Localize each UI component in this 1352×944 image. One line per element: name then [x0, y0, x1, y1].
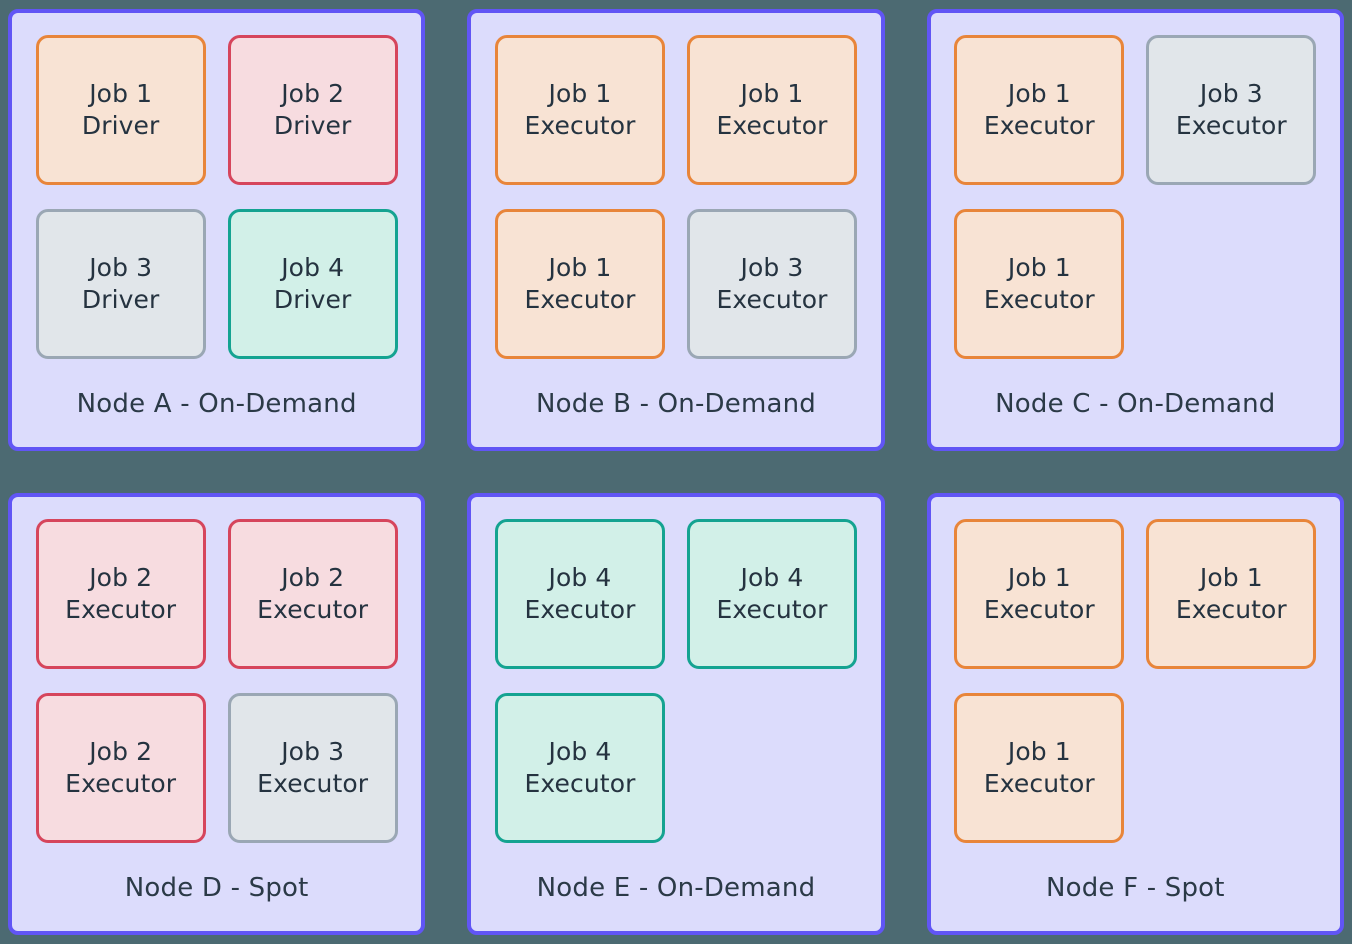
node-label: Node C - On-Demand: [995, 389, 1276, 419]
empty-slot: [1146, 209, 1316, 359]
job-role: Executor: [257, 595, 369, 624]
job-card[interactable]: Job 1 Executor: [954, 35, 1125, 185]
job-role: Driver: [81, 111, 160, 140]
job-name: Job 4: [548, 563, 612, 592]
job-role: Executor: [524, 111, 636, 140]
node-label: Node B - On-Demand: [535, 389, 817, 419]
job-role: Executor: [257, 769, 369, 798]
job-name: Job 4: [548, 737, 612, 766]
job-role: Executor: [983, 285, 1095, 314]
job-card[interactable]: Job 1 Executor: [954, 693, 1125, 843]
job-role: Executor: [983, 595, 1095, 624]
job-card[interactable]: Job 2 Executor: [35, 693, 206, 843]
node-label: Node A - On-Demand: [76, 389, 357, 419]
job-name: Job 3: [89, 253, 153, 282]
job-role: Executor: [1175, 595, 1287, 624]
job-name: Job 2: [281, 79, 345, 108]
job-role: Executor: [716, 111, 828, 140]
job-role: Executor: [716, 595, 828, 624]
job-card[interactable]: Job 3 Executor: [1146, 35, 1317, 185]
job-name: Job 1: [740, 79, 804, 108]
job-name: Job 2: [89, 737, 153, 766]
job-card[interactable]: Job 1 Executor: [954, 519, 1125, 669]
job-name: Job 1: [548, 253, 612, 282]
job-card[interactable]: Job 1 Executor: [494, 35, 665, 185]
job-name: Job 3: [281, 737, 345, 766]
job-name: Job 1: [1007, 737, 1071, 766]
job-card[interactable]: Job 3 Executor: [686, 209, 857, 359]
job-role: Driver: [273, 111, 352, 140]
job-name: Job 4: [740, 563, 804, 592]
job-card[interactable]: Job 3 Executor: [227, 693, 398, 843]
job-role: Executor: [983, 111, 1095, 140]
job-name: Job 3: [1199, 79, 1263, 108]
job-name: Job 2: [89, 563, 153, 592]
node-label: Node E - On-Demand: [536, 873, 816, 903]
job-role: Executor: [524, 769, 636, 798]
job-card[interactable]: Job 1 Executor: [954, 209, 1125, 359]
job-card[interactable]: Job 2 Driver: [227, 35, 398, 185]
job-role: Driver: [273, 285, 352, 314]
job-card[interactable]: Job 1 Executor: [686, 35, 857, 185]
job-card[interactable]: Job 4 Executor: [494, 519, 665, 669]
job-role: Executor: [1175, 111, 1287, 140]
job-card[interactable]: Job 4 Executor: [686, 519, 857, 669]
job-name: Job 4: [281, 253, 345, 282]
job-role: Executor: [65, 595, 177, 624]
job-card[interactable]: Job 1 Driver: [35, 35, 206, 185]
job-name: Job 1: [1007, 79, 1071, 108]
job-name: Job 1: [548, 79, 612, 108]
job-card[interactable]: Job 2 Executor: [227, 519, 398, 669]
empty-slot: [687, 693, 857, 843]
job-card[interactable]: Job 4 Driver: [227, 209, 398, 359]
node-label: Node F - Spot: [1045, 873, 1225, 903]
job-card[interactable]: Job 1 Executor: [494, 209, 665, 359]
job-card[interactable]: Job 1 Executor: [1146, 519, 1317, 669]
job-name: Job 1: [1199, 563, 1263, 592]
job-name: Job 1: [1007, 563, 1071, 592]
job-card[interactable]: Job 4 Executor: [494, 693, 665, 843]
job-role: Executor: [65, 769, 177, 798]
job-card[interactable]: Job 3 Driver: [35, 209, 206, 359]
job-name: Job 1: [1007, 253, 1071, 282]
empty-slot: [1146, 693, 1316, 843]
job-name: Job 2: [281, 563, 345, 592]
job-name: Job 3: [740, 253, 804, 282]
job-role: Executor: [716, 285, 828, 314]
job-name: Job 1: [89, 79, 153, 108]
job-role: Executor: [983, 769, 1095, 798]
job-role: Executor: [524, 285, 636, 314]
job-role: Executor: [524, 595, 636, 624]
job-role: Driver: [81, 285, 160, 314]
job-card[interactable]: Job 2 Executor: [35, 519, 206, 669]
node-label: Node D - Spot: [124, 873, 309, 903]
